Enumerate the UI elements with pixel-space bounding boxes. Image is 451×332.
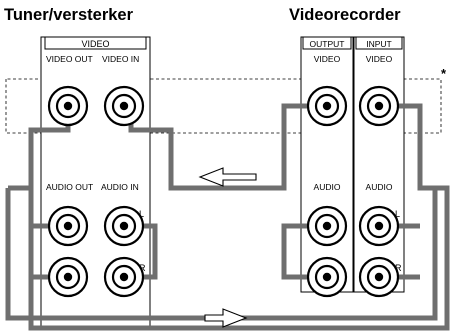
vcr-input-audio-label: AUDIO — [366, 182, 393, 192]
vcr-output-video-label: VIDEO — [314, 54, 341, 64]
vcr-audio-output-right-jack[interactable] — [306, 256, 348, 298]
cable-video-tuner-out-to-vcr-in — [28, 103, 450, 331]
vcr-video-output-jack[interactable] — [306, 85, 348, 127]
tuner-video-in-label: VIDEO IN — [102, 54, 139, 64]
vcr-audio-input-right-jack[interactable] — [358, 256, 400, 298]
tuner-title: Tuner/versterker — [4, 6, 134, 24]
footnote-asterisk: * — [441, 66, 447, 81]
tuner-audio-out-left-jack[interactable] — [47, 205, 89, 247]
tuner-video-in-jack[interactable] — [103, 85, 145, 127]
vcr-left-channel-label: L — [395, 209, 400, 219]
tuner-audio-in-left-jack[interactable] — [103, 205, 145, 247]
vcr-audio-input-left-jack[interactable] — [358, 205, 400, 247]
tuner-audio-in-right-jack[interactable] — [103, 256, 145, 298]
tuner-audio-out-label: AUDIO OUT — [46, 182, 93, 192]
vcr-input-header: INPUT — [366, 39, 392, 49]
tuner-left-channel-label: L — [139, 209, 144, 219]
cable-video-vcr-out-to-tuner-in — [155, 103, 327, 191]
vcr-input-video-label: VIDEO — [366, 54, 393, 64]
video-section-dashed-frame — [5, 78, 442, 134]
tuner-audio-out-right-jack[interactable] — [47, 256, 89, 298]
signal-arrow-right — [204, 308, 248, 328]
vcr-panel — [300, 36, 405, 293]
vcr-right-channel-label: R — [395, 263, 402, 273]
tuner-video-out-label: VIDEO OUT — [46, 54, 93, 64]
tuner-video-out-jack[interactable] — [47, 85, 89, 127]
vcr-title: Videorecorder — [289, 6, 401, 24]
vcr-video-input-jack[interactable] — [358, 85, 400, 127]
signal-arrow-left — [198, 167, 257, 187]
vcr-audio-output-left-jack[interactable] — [306, 205, 348, 247]
tuner-audio-in-label: AUDIO IN — [101, 182, 139, 192]
vcr-output-header: OUTPUT — [310, 39, 345, 49]
tuner-video-header: VIDEO — [81, 39, 109, 49]
tuner-right-channel-label: R — [139, 263, 146, 273]
vcr-output-audio-label: AUDIO — [314, 182, 341, 192]
cable-audio-vcr-out-pair — [281, 223, 327, 280]
